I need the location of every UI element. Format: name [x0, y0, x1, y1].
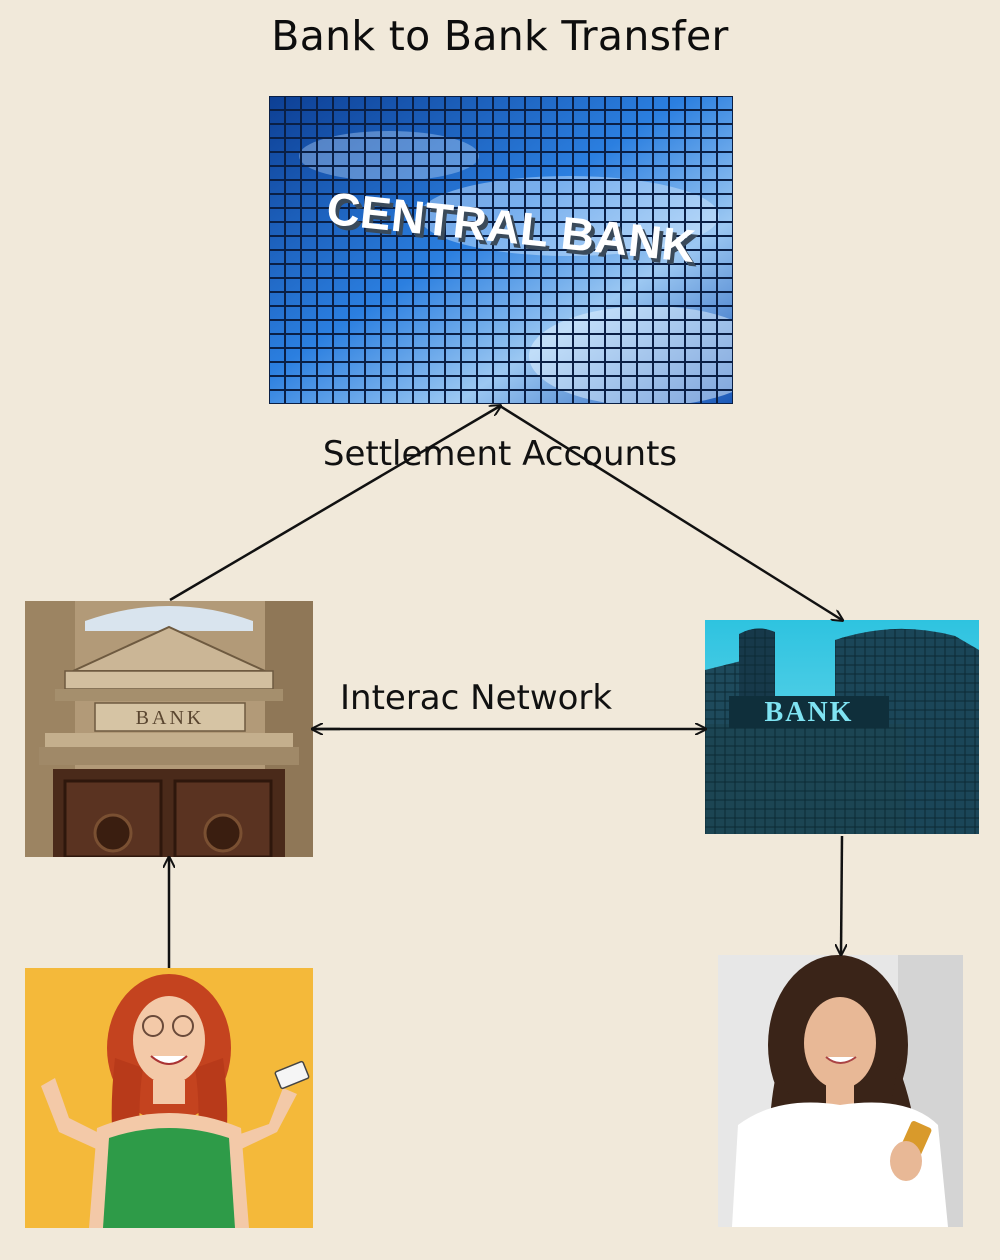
receiver-bank-image: BANK — [705, 620, 979, 834]
diagram-title: Bank to Bank Transfer — [0, 12, 1000, 60]
central-bank-image: CENTRAL BANK CENTRAL BANK — [269, 96, 733, 404]
receiver-bank-sign: BANK — [765, 697, 854, 728]
sender-bank-image: BANK — [25, 601, 313, 857]
sender-bank-sign: BANK — [136, 707, 205, 729]
interac-network-label: Interac Network — [340, 678, 612, 718]
settlement-accounts-label: Settlement Accounts — [0, 434, 1000, 474]
sender-person-image — [25, 968, 313, 1228]
receiver-person-image — [718, 955, 963, 1227]
arrow-receiver-bank-to-receiver — [841, 836, 842, 954]
